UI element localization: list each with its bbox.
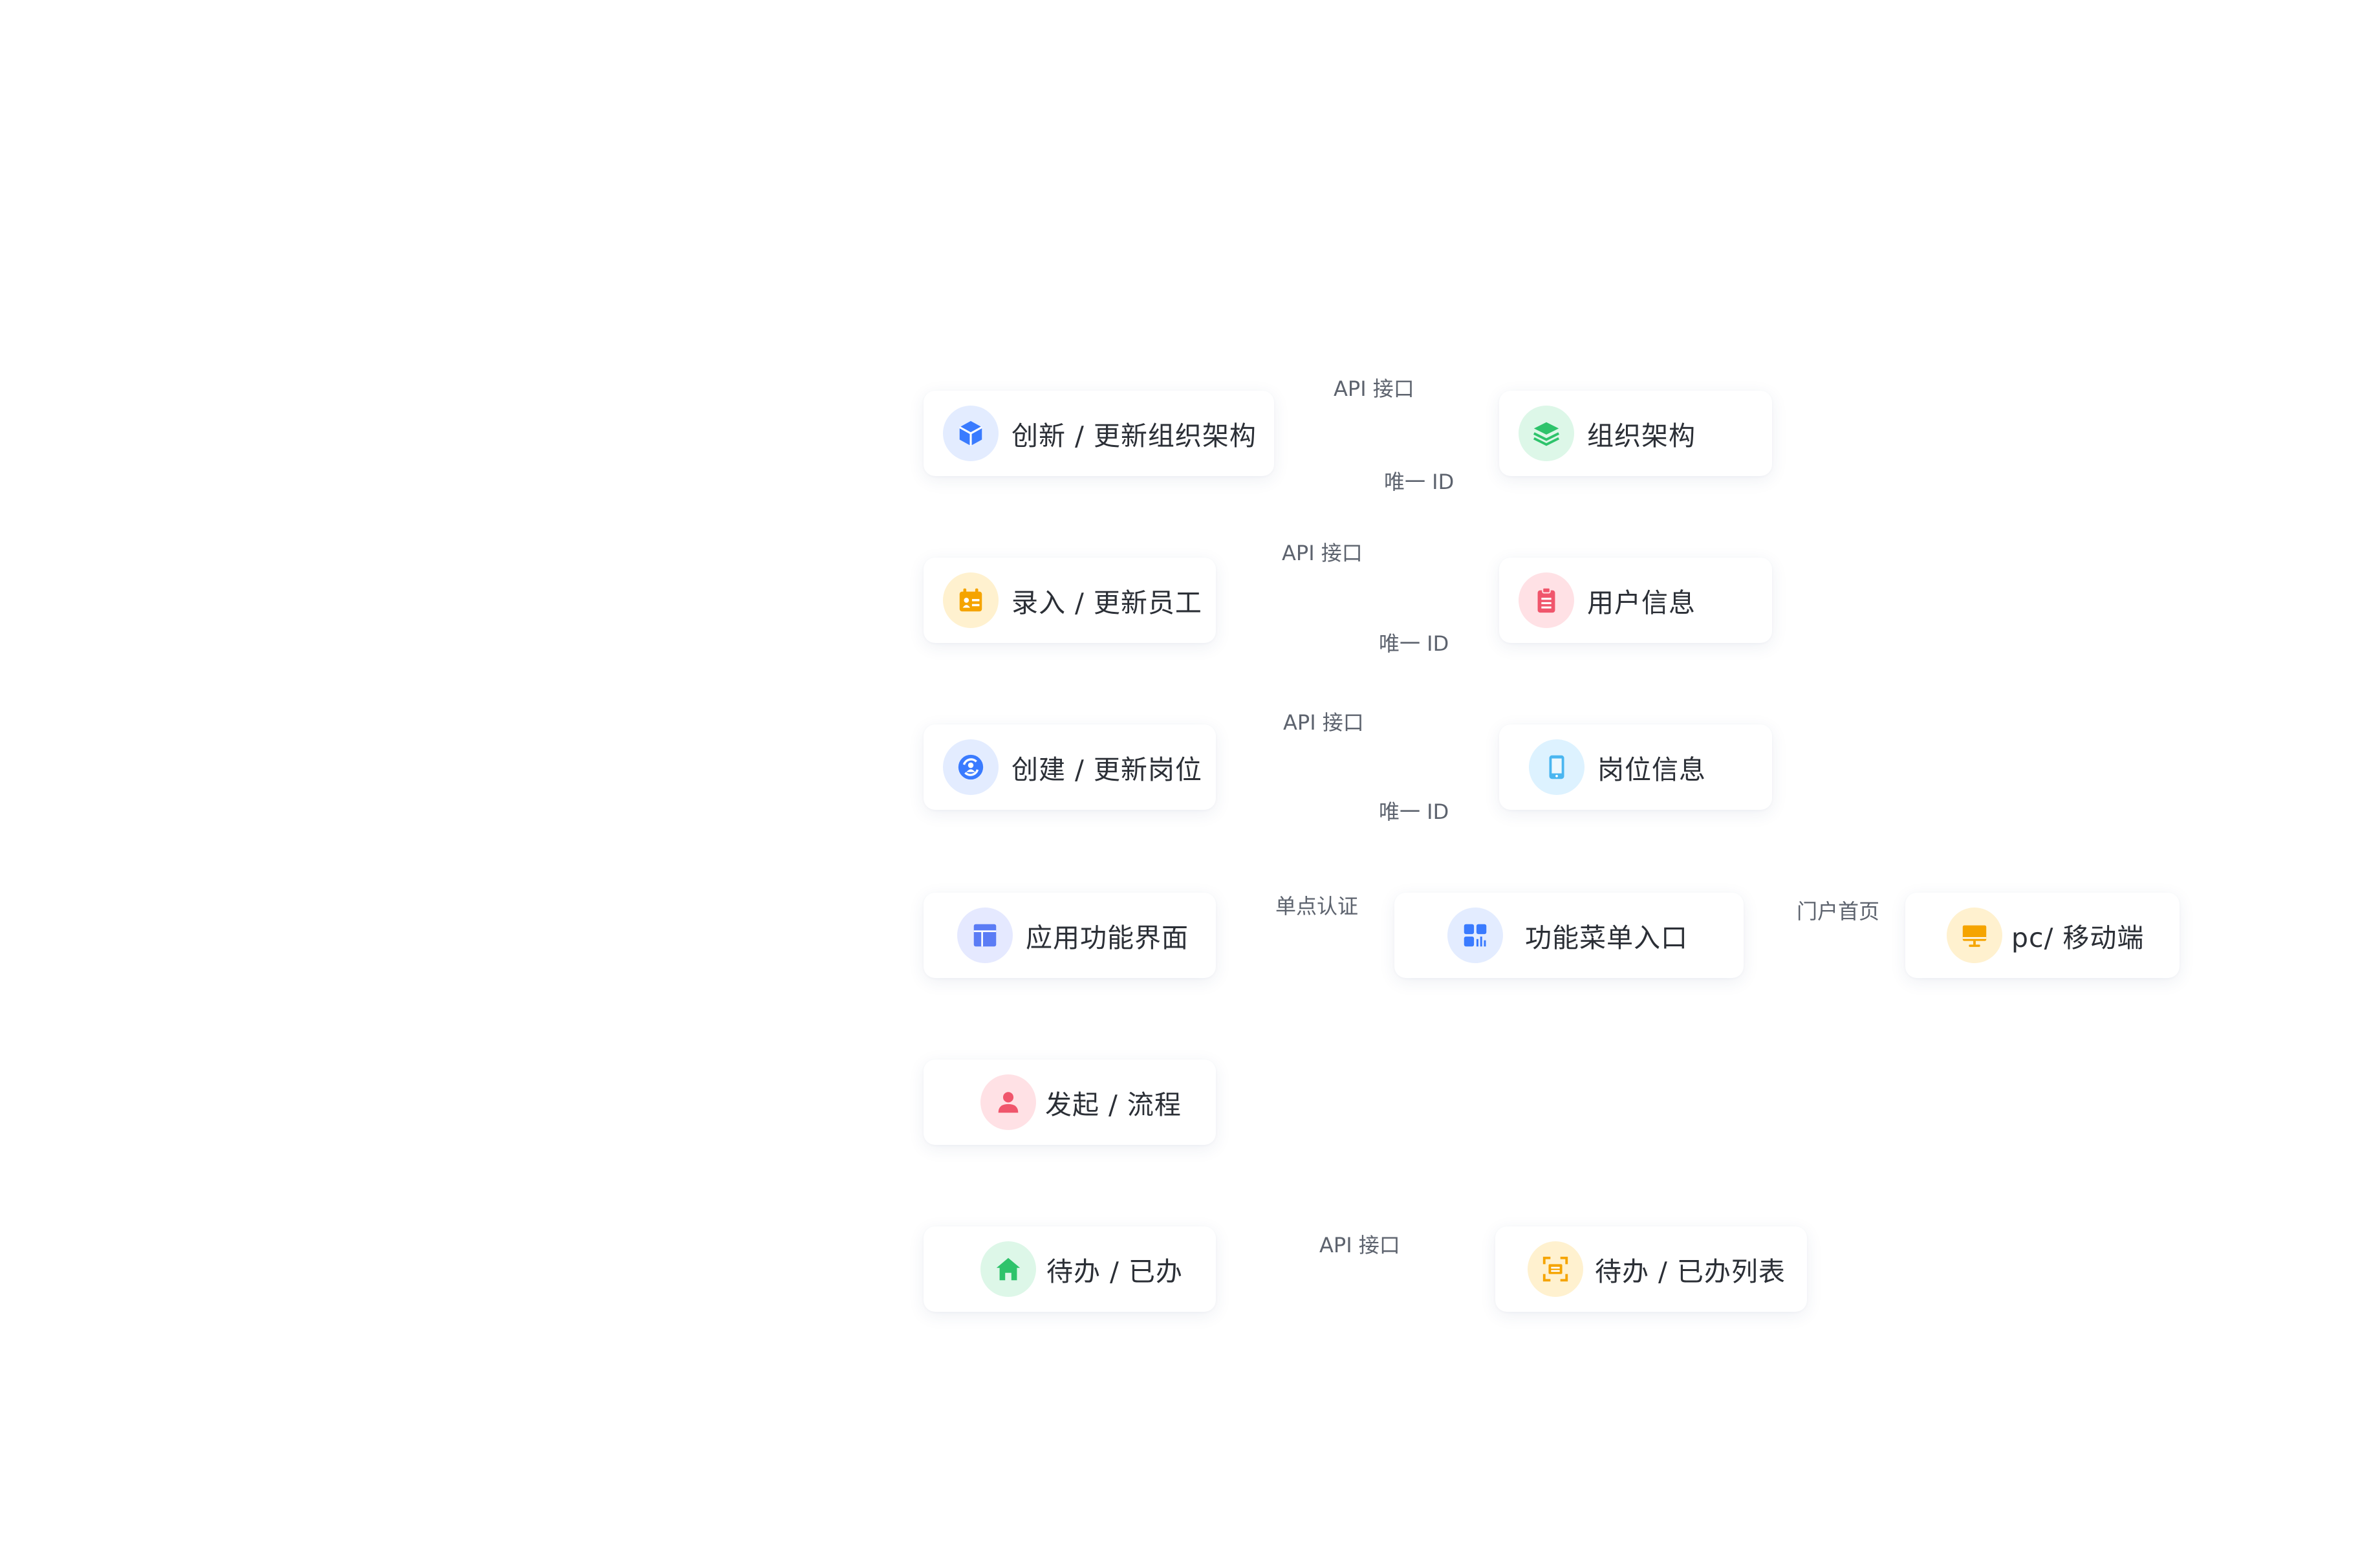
card-label: 用户信息 [1587, 587, 1696, 618]
card-org-structure: 组织架构 [1499, 391, 1772, 476]
card-create-update-org: 创新 / 更新组织架构 [924, 391, 1274, 476]
card-label: 待办 / 已办列表 [1595, 1256, 1786, 1287]
card-label: 岗位信息 [1597, 754, 1706, 785]
card-pc-mobile: pc/ 移动端 [1905, 893, 2180, 978]
employee-calendar-icon [943, 572, 999, 628]
card-label: 待办 / 已办 [1046, 1256, 1183, 1287]
connector-label-api-2: API 接口 [1282, 541, 1363, 565]
scan-list-icon [1528, 1241, 1583, 1297]
connector-label-api-1: API 接口 [1334, 376, 1414, 401]
layers-icon [1519, 406, 1574, 461]
tablet-icon [1529, 739, 1585, 795]
card-label: 功能菜单入口 [1525, 922, 1688, 953]
dashboard-icon [1447, 908, 1503, 963]
card-position-info: 岗位信息 [1499, 724, 1772, 810]
clipboard-icon [1519, 572, 1574, 628]
connector-label-api-3: API 接口 [1283, 710, 1364, 735]
connector-label-uid-3: 唯一 ID [1379, 799, 1449, 824]
card-label: pc/ 移动端 [2011, 922, 2145, 953]
card-function-menu-entry: 功能菜单入口 [1394, 893, 1744, 978]
monitor-icon [1947, 908, 2002, 963]
card-label: 组织架构 [1587, 420, 1696, 451]
card-todo-done: 待办 / 已办 [924, 1226, 1216, 1312]
connector-label-api-4: API 接口 [1319, 1233, 1400, 1257]
card-label: 创新 / 更新组织架构 [1012, 420, 1257, 451]
card-create-update-position: 创建 / 更新岗位 [924, 724, 1216, 810]
refresh-user-icon [943, 739, 999, 795]
connector-label-portal-home: 门户首页 [1797, 899, 1880, 924]
connector-label-uid-2: 唯一 ID [1379, 631, 1449, 656]
connector-label-sso: 单点认证 [1275, 894, 1359, 919]
card-todo-done-list: 待办 / 已办列表 [1495, 1226, 1807, 1312]
card-label: 发起 / 流程 [1045, 1089, 1182, 1120]
card-start-process: 发起 / 流程 [924, 1060, 1216, 1145]
connector-label-uid-1: 唯一 ID [1384, 470, 1455, 494]
card-label: 创建 / 更新岗位 [1012, 754, 1202, 785]
layout-icon [957, 908, 1013, 963]
card-label: 应用功能界面 [1026, 922, 1189, 953]
home-icon [980, 1241, 1036, 1297]
cube-icon [943, 406, 999, 461]
card-app-function-ui: 应用功能界面 [924, 893, 1216, 978]
person-icon [980, 1074, 1036, 1130]
card-enter-update-employee: 录入 / 更新员工 [924, 558, 1216, 643]
card-user-info: 用户信息 [1499, 558, 1772, 643]
card-label: 录入 / 更新员工 [1012, 587, 1202, 618]
